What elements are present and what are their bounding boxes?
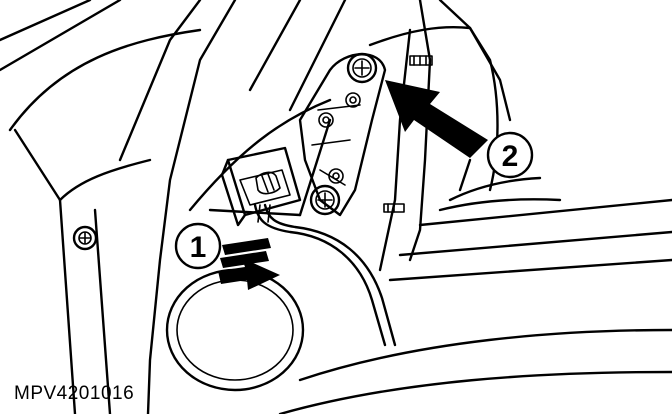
callout-2-label: 2 (502, 140, 519, 173)
trim-clip-lower (383, 203, 405, 213)
screw-left (72, 225, 98, 251)
electrical-connector (220, 146, 302, 227)
callout-1: 1 (174, 222, 222, 270)
figure-reference-code: MPV4201016 (14, 383, 135, 404)
mounting-bracket (298, 53, 387, 217)
door-edge-trim (278, 0, 672, 414)
screw-upper (346, 52, 378, 84)
arrow-2-pointer (385, 80, 488, 158)
arrow-1-disconnect (218, 238, 280, 290)
trim-clip-upper (409, 55, 433, 66)
wiring-harness (253, 203, 397, 347)
callout-2: 2 (486, 131, 534, 179)
speaker-opening (165, 268, 305, 392)
callout-1-label: 1 (190, 231, 207, 264)
screw-lower (309, 184, 341, 216)
